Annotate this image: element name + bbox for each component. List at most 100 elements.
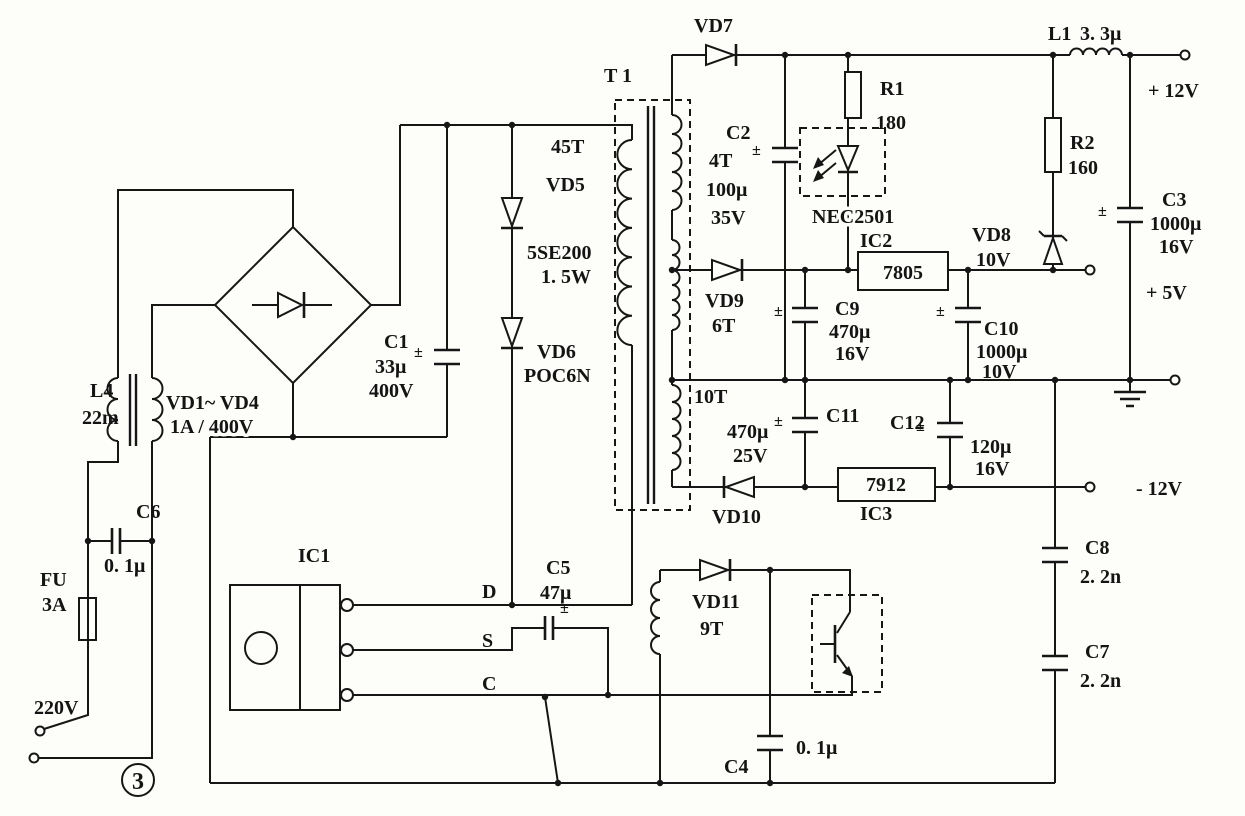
label-9t: 9T [700, 618, 724, 640]
label-vd9: VD9 [705, 290, 744, 312]
t1-core [646, 106, 656, 504]
terminal-minus12v [1084, 481, 1096, 493]
capacitor-c11 [792, 416, 818, 434]
capacitor-c10 [955, 306, 981, 324]
capacitor-c9 [792, 306, 818, 324]
label-c3-value: 1000μ [1150, 213, 1202, 235]
vd7-diode [705, 43, 738, 67]
emitter-arrow [842, 666, 853, 677]
transformer-t1 [614, 99, 691, 655]
optocoupler-transistor-box [811, 594, 883, 693]
opto-led [836, 145, 860, 173]
label-c1-voltage: 400V [369, 380, 414, 402]
label-c3-voltage: 16V [1159, 236, 1194, 258]
label-vd8: VD8 [972, 224, 1011, 246]
vd9-diode [711, 258, 744, 282]
label-c2: C2 [726, 122, 750, 144]
t1-secondary-winding-6t [671, 239, 681, 331]
inductor-l1 [1069, 47, 1123, 56]
label-220v: 220V [34, 697, 79, 719]
c11-polarity-mark: ± [774, 413, 783, 430]
label-7912: 7912 [866, 474, 906, 496]
labels: VD7 T 1 L1 3. 3μ + 12V 45T VD5 5SE200 1.… [34, 15, 1202, 778]
ic1-pin-s [340, 643, 354, 657]
label-c8-value: 2. 2n [1080, 566, 1121, 588]
label-c1: C1 [384, 331, 408, 353]
label-c6: C6 [136, 501, 160, 523]
ic1-mounting-hole [244, 631, 278, 665]
figure-number-badge: 3 [121, 763, 155, 797]
resistor-r2 [1044, 117, 1062, 173]
terminal-plus12v [1179, 49, 1191, 61]
label-c2-voltage: 35V [711, 207, 746, 229]
label-c11: C11 [826, 405, 859, 427]
c3-polarity-mark: ± [1098, 203, 1107, 220]
c5-polarity-mark: ± [560, 600, 569, 617]
label-c2-value: 100μ [706, 179, 748, 201]
label-c9: C9 [835, 298, 859, 320]
label-c10-value: 1000μ [976, 341, 1028, 363]
label-c8: C8 [1085, 537, 1109, 559]
label-c6-value: 0. 1μ [104, 555, 146, 577]
line-choke-l4 [106, 374, 164, 446]
terminal-ac-neutral [28, 752, 40, 764]
label-r1-value: 180 [876, 112, 906, 134]
capacitor-c7 [1042, 654, 1068, 672]
label-4t: 4T [709, 150, 733, 172]
label-vd10: VD10 [712, 506, 761, 528]
capacitor-c3 [1117, 206, 1143, 224]
label-vd5: VD5 [546, 174, 585, 196]
label-fu-value: 3A [42, 594, 67, 616]
t1-dashed-outline [614, 99, 691, 511]
label-45t: 45T [551, 136, 585, 158]
label-c5-value: 47μ [540, 582, 572, 604]
regulator-7912-box: 7912 [837, 467, 936, 502]
bridge-diode-symbol [277, 291, 305, 319]
label-t1: T 1 [604, 65, 632, 87]
vd11-diode [699, 558, 732, 582]
label-vd5-power: 1. 5W [541, 266, 591, 288]
label-c11-value: 470μ [727, 421, 769, 443]
led-light-arrow [813, 157, 824, 169]
label-vd5-part: 5SE200 [527, 242, 591, 264]
label-nec2501: NEC2501 [812, 206, 894, 228]
t1-secondary-winding-10t [671, 384, 682, 471]
label-plus12v: + 12V [1148, 80, 1199, 102]
regulator-7805-box: 7805 [857, 251, 949, 291]
label-ic3: IC3 [860, 503, 892, 525]
c9-polarity-mark: ± [774, 303, 783, 320]
capacitor-c2 [772, 146, 798, 164]
capacitor-c8 [1042, 546, 1068, 564]
ic1-pin-d [340, 598, 354, 612]
label-7805: 7805 [883, 262, 923, 284]
label-c4-value: 0. 1μ [796, 737, 838, 759]
t1-secondary-winding-4t [671, 114, 683, 211]
terminal-common [1169, 374, 1181, 386]
label-c1-value: 33μ [375, 356, 407, 378]
label-c12-value: 120μ [970, 436, 1012, 458]
label-pin-s: S [482, 630, 493, 652]
label-ic1: IC1 [298, 545, 330, 567]
resistor-r1 [844, 71, 862, 119]
label-r1: R1 [880, 78, 904, 100]
label-c7: C7 [1085, 641, 1109, 663]
label-plus5v: + 5V [1146, 282, 1187, 304]
label-pin-d: D [482, 581, 496, 603]
label-c4: C4 [724, 756, 748, 778]
figure-number: 3 [132, 769, 144, 795]
label-c9-voltage: 16V [835, 343, 870, 365]
label-10t: 10T [694, 386, 728, 408]
label-ic2: IC2 [860, 230, 892, 252]
label-vd7: VD7 [694, 15, 733, 37]
label-vd11: VD11 [692, 591, 740, 613]
bridge-rectifier-vd1-vd4 [213, 225, 373, 385]
capacitor-c12 [937, 421, 963, 439]
label-c3: C3 [1162, 189, 1186, 211]
fuse-fu [78, 597, 97, 641]
c2-polarity-mark: ± [752, 142, 761, 159]
label-vd6: VD6 [537, 341, 576, 363]
ic1-pin-c [340, 688, 354, 702]
label-6t: 6T [712, 315, 736, 337]
capacitor-c4 [757, 734, 783, 752]
